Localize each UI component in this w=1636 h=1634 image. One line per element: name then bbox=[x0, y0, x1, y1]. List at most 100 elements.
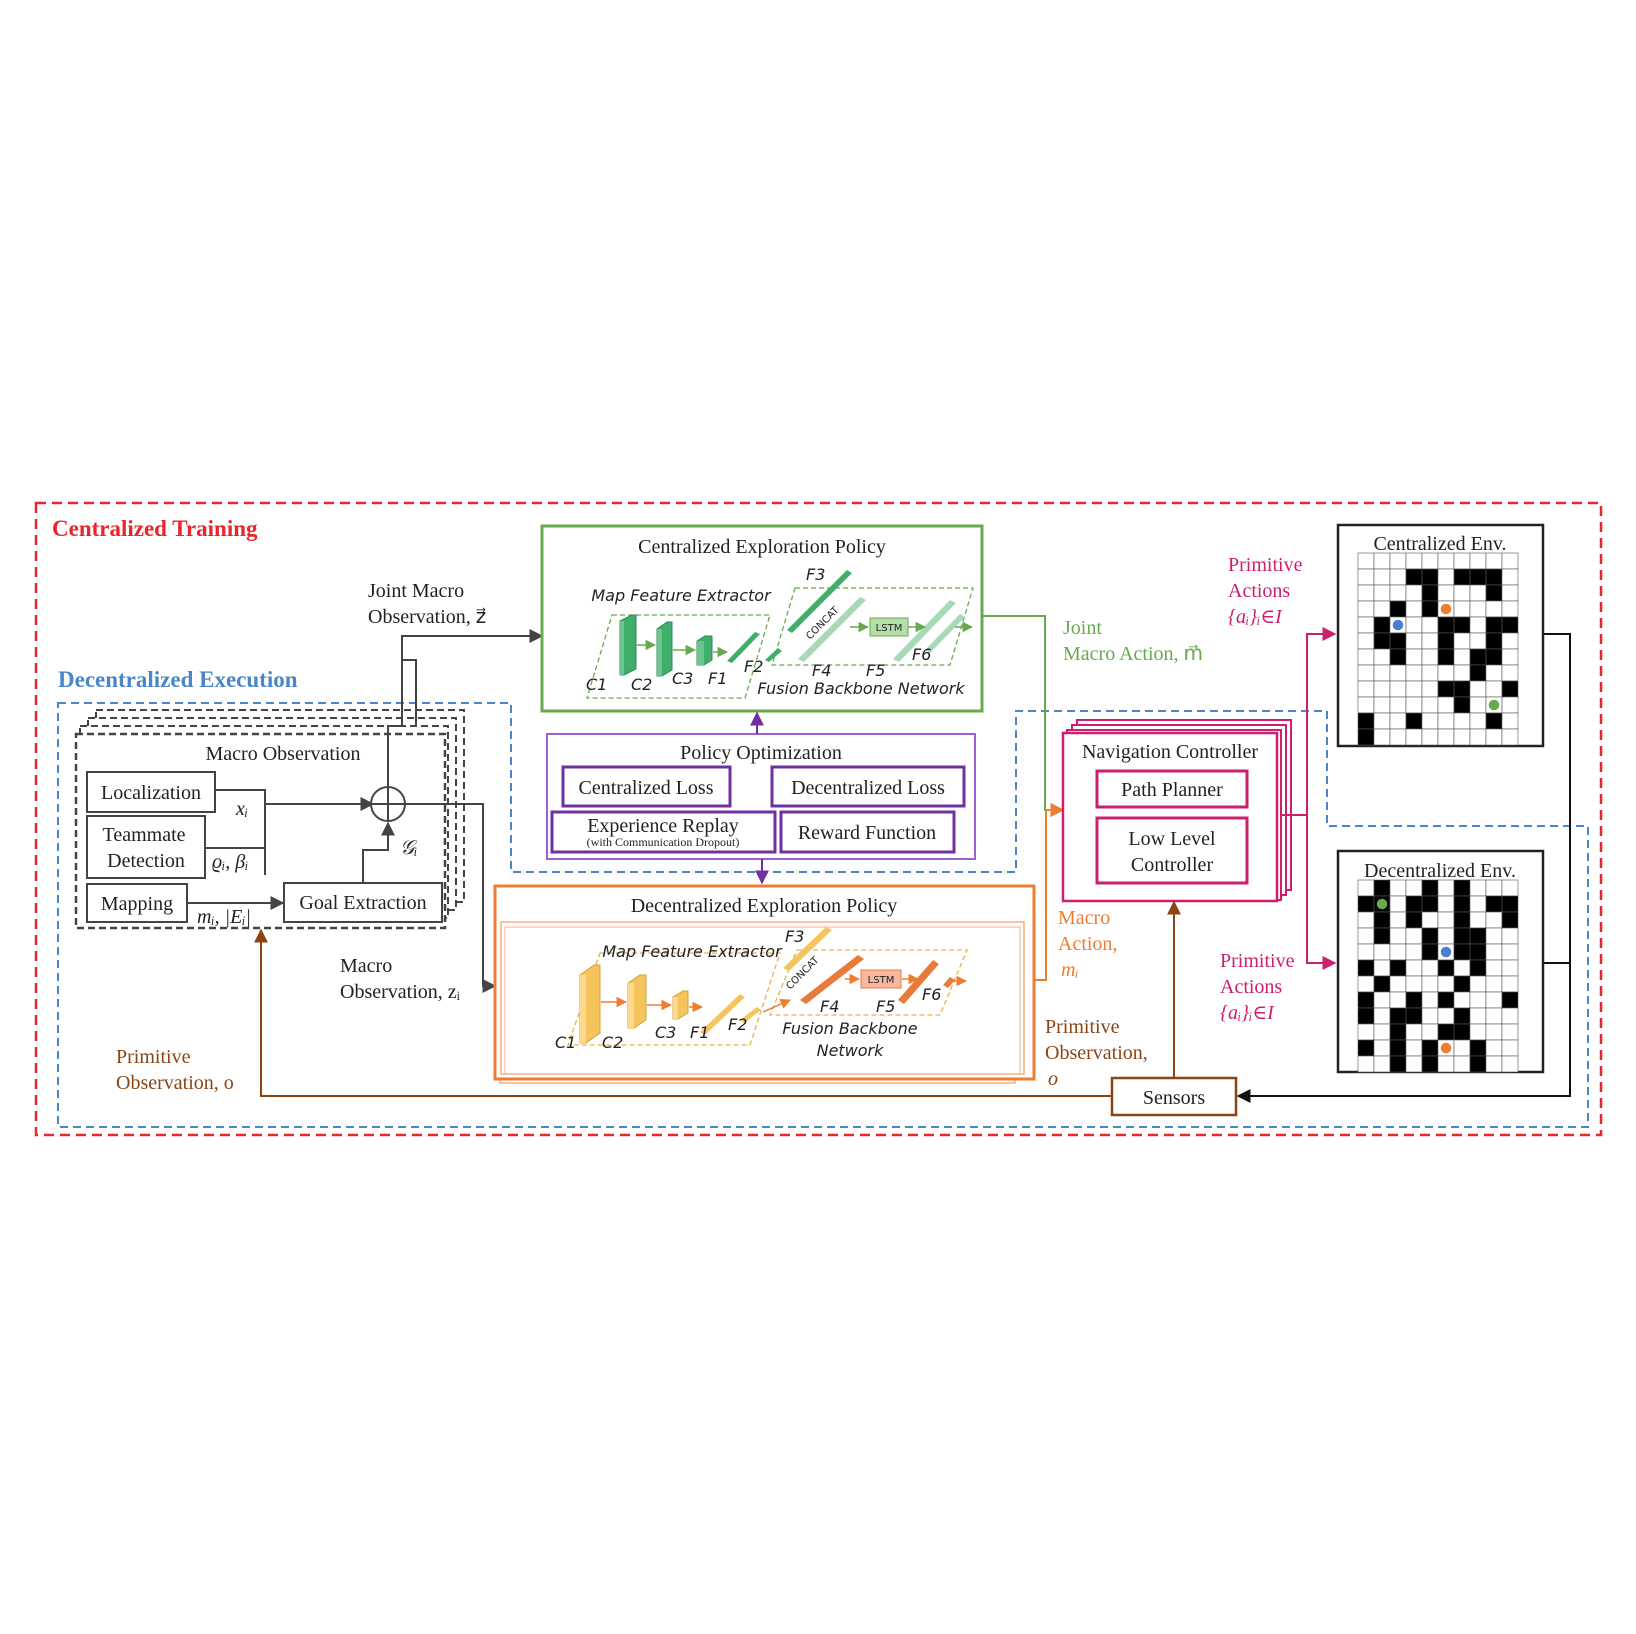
grid-cell bbox=[1389, 584, 1407, 602]
grid-cell bbox=[1373, 664, 1391, 682]
svg-text:F4: F4 bbox=[812, 661, 831, 680]
grid-cell bbox=[1373, 991, 1391, 1009]
grid-cell bbox=[1389, 648, 1407, 666]
grid-cell bbox=[1485, 895, 1503, 913]
decentralized-env-title: Decentralized Env. bbox=[1364, 860, 1516, 882]
grid-cell bbox=[1485, 927, 1503, 945]
grid-cell bbox=[1421, 975, 1439, 993]
macro-observation-connectors bbox=[187, 789, 395, 910]
grid-cell bbox=[1357, 1039, 1375, 1057]
symbol-m-e: mᵢ, |Eᵢ| bbox=[197, 906, 251, 928]
grid-cell bbox=[1453, 552, 1471, 570]
grid-cell bbox=[1437, 664, 1455, 682]
grid-cell bbox=[1453, 959, 1471, 977]
grid-cell bbox=[1437, 728, 1455, 746]
primitive-obs-right-label-1: Primitive bbox=[1045, 1016, 1120, 1038]
svg-text:C3: C3 bbox=[672, 669, 693, 688]
grid-cell bbox=[1469, 879, 1487, 897]
grid-cell bbox=[1485, 728, 1503, 746]
grid-cell bbox=[1405, 895, 1423, 913]
grid-cell bbox=[1485, 600, 1503, 618]
grid-cell bbox=[1501, 728, 1519, 746]
grid-cell bbox=[1357, 680, 1375, 698]
grid-cell bbox=[1501, 1007, 1519, 1025]
grid-cell bbox=[1389, 927, 1407, 945]
grid-cell bbox=[1357, 632, 1375, 650]
reward-function-label: Reward Function bbox=[798, 822, 936, 844]
primitive-actions-top-label-1: Primitive bbox=[1228, 554, 1303, 576]
grid-cell bbox=[1437, 552, 1455, 570]
grid-cell bbox=[1421, 1055, 1439, 1073]
grid-cell bbox=[1405, 632, 1423, 650]
centralized-fusion-label: Fusion Backbone Network bbox=[757, 679, 965, 698]
grid-cell bbox=[1501, 1055, 1519, 1073]
grid-cell bbox=[1389, 680, 1407, 698]
grid-cell bbox=[1501, 975, 1519, 993]
primitive-obs-left-label-2: Observation, o bbox=[116, 1072, 234, 1094]
grid-cell bbox=[1437, 680, 1455, 698]
grid-cell bbox=[1421, 911, 1439, 929]
primitive-actions-bot-label-3: {aᵢ}ᵢ∈I bbox=[1220, 1002, 1275, 1024]
grid-cell bbox=[1357, 568, 1375, 586]
grid-cell bbox=[1373, 1039, 1391, 1057]
svg-text:C1: C1 bbox=[586, 675, 607, 694]
grid-cell bbox=[1469, 648, 1487, 666]
grid-cell bbox=[1501, 632, 1519, 650]
agent-marker bbox=[1392, 619, 1404, 631]
grid-cell bbox=[1405, 648, 1423, 666]
grid-cell bbox=[1373, 712, 1391, 730]
grid-cell bbox=[1469, 959, 1487, 977]
symbol-x: xᵢ bbox=[235, 798, 248, 820]
grid-cell bbox=[1421, 879, 1439, 897]
grid-cell bbox=[1437, 648, 1455, 666]
grid-cell bbox=[1453, 568, 1471, 586]
svg-text:F6: F6 bbox=[922, 985, 941, 1004]
grid-cell bbox=[1357, 712, 1375, 730]
symbol-rho-beta: ϱᵢ, βᵢ bbox=[212, 851, 248, 873]
grid-cell bbox=[1373, 975, 1391, 993]
grid-cell bbox=[1453, 664, 1471, 682]
grid-cell bbox=[1373, 1023, 1391, 1041]
grid-cell bbox=[1421, 632, 1439, 650]
macro-observation-title: Macro Observation bbox=[206, 743, 361, 765]
decentralized-fusion-label-1: Fusion Backbone bbox=[782, 1019, 917, 1038]
svg-text:F1: F1 bbox=[708, 669, 727, 688]
grid-cell bbox=[1453, 1023, 1471, 1041]
decentralized-loss-label: Decentralized Loss bbox=[791, 777, 945, 799]
grid-cell bbox=[1437, 616, 1455, 634]
grid-cell bbox=[1469, 712, 1487, 730]
grid-cell bbox=[1437, 1055, 1455, 1073]
grid-cell bbox=[1469, 728, 1487, 746]
grid-cell bbox=[1485, 943, 1503, 961]
grid-cell bbox=[1357, 1055, 1375, 1073]
primitive-obs-right-label-3: o bbox=[1048, 1068, 1058, 1090]
grid-cell bbox=[1405, 1039, 1423, 1057]
primitive-obs-right-label-2: Observation, bbox=[1045, 1042, 1148, 1064]
grid-cell bbox=[1405, 728, 1423, 746]
grid-cell bbox=[1405, 696, 1423, 714]
grid-cell bbox=[1453, 911, 1471, 929]
grid-cell bbox=[1421, 1007, 1439, 1025]
centralized-mfe-label: Map Feature Extractor bbox=[591, 586, 772, 605]
grid-cell bbox=[1501, 600, 1519, 618]
grid-cell bbox=[1453, 600, 1471, 618]
grid-cell bbox=[1357, 552, 1375, 570]
grid-cell bbox=[1485, 991, 1503, 1009]
grid-cell bbox=[1485, 648, 1503, 666]
grid-cell bbox=[1373, 1007, 1391, 1025]
agent-marker bbox=[1440, 946, 1452, 958]
grid-cell bbox=[1373, 552, 1391, 570]
grid-cell bbox=[1421, 1039, 1439, 1057]
grid-cell bbox=[1421, 600, 1439, 618]
low-level-controller-label-1: Low Level bbox=[1128, 828, 1216, 850]
grid-cell bbox=[1421, 895, 1439, 913]
grid-cell bbox=[1389, 712, 1407, 730]
grid-cell bbox=[1453, 927, 1471, 945]
grid-cell bbox=[1357, 1007, 1375, 1025]
grid-cell bbox=[1437, 584, 1455, 602]
grid-cell bbox=[1389, 552, 1407, 570]
grid-cell bbox=[1421, 959, 1439, 977]
grid-cell bbox=[1405, 680, 1423, 698]
grid-cell bbox=[1389, 959, 1407, 977]
decentralized-env-grid bbox=[1357, 879, 1519, 1073]
